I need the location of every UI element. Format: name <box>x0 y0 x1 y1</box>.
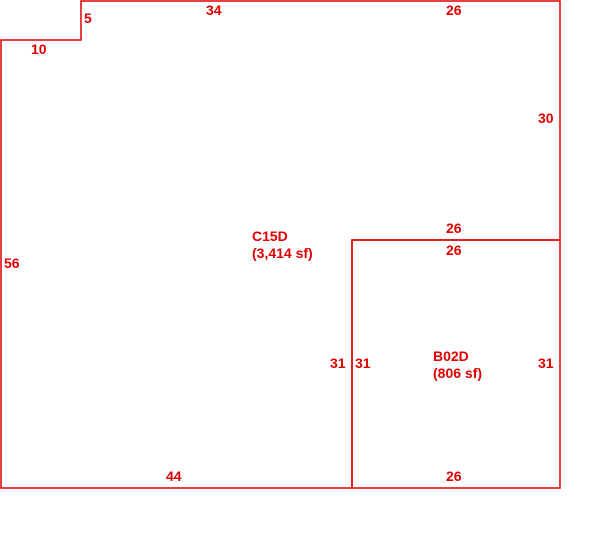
dim-c15d-right: 30 <box>538 110 554 126</box>
dim-c15d-bottom: 44 <box>166 468 182 484</box>
area-b02d-name: B02D <box>433 348 469 364</box>
dim-b02d-top: 26 <box>446 242 462 258</box>
dim-c15d-top-left: 34 <box>206 2 222 18</box>
area-b02d-size: (806 sf) <box>433 365 482 381</box>
dim-c15d-notch-vertical: 5 <box>84 10 92 26</box>
dim-c15d-left: 56 <box>4 255 20 271</box>
area-b02d-outline <box>351 239 561 489</box>
dim-b02d-left: 31 <box>355 355 371 371</box>
area-c15d-name: C15D <box>252 228 288 244</box>
dim-c15d-notch-horizontal: 10 <box>31 41 47 57</box>
dim-c15d-inner-top: 26 <box>446 220 462 236</box>
dim-b02d-bottom: 26 <box>446 468 462 484</box>
dim-b02d-right: 31 <box>538 355 554 371</box>
dim-c15d-top-right: 26 <box>446 2 462 18</box>
dim-c15d-inner-side: 31 <box>330 355 346 371</box>
area-c15d-size: (3,414 sf) <box>252 245 313 261</box>
